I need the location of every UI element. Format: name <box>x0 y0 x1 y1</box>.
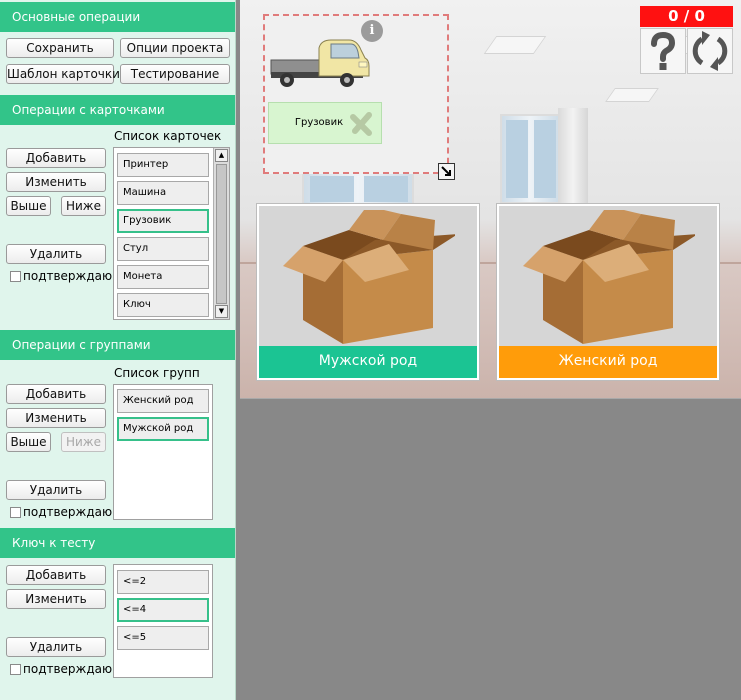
group-list-item[interactable]: Женский род <box>117 389 209 413</box>
reset-button[interactable] <box>687 28 733 74</box>
key-list-item[interactable]: <=2 <box>117 570 209 594</box>
refresh-icon <box>692 31 728 71</box>
score-counter: 0 / 0 <box>640 6 733 27</box>
project-options-button[interactable]: Опции проекта <box>120 38 230 58</box>
card-list-item[interactable]: Принтер <box>117 153 209 177</box>
scrollbar-thumb[interactable] <box>216 164 227 304</box>
section-header-test-key: Ключ к тесту <box>0 528 235 558</box>
delete-group-button[interactable]: Удалить <box>6 480 106 500</box>
group-target-masculine[interactable]: Мужской род <box>257 204 479 380</box>
truck-image <box>270 39 370 87</box>
ceiling-light <box>605 88 659 102</box>
key-list-item-selected[interactable]: <=4 <box>117 598 209 622</box>
card-list-item[interactable]: Стул <box>117 237 209 261</box>
card-list-item[interactable]: Ключ <box>117 293 209 317</box>
confirm-label: подтверждаю <box>23 269 113 283</box>
add-group-button[interactable]: Добавить <box>6 384 106 404</box>
section-header-groups: Операции с группами <box>0 330 235 360</box>
confirm-checkbox[interactable] <box>10 270 21 282</box>
add-card-button[interactable]: Добавить <box>6 148 106 168</box>
floor-line <box>240 262 741 264</box>
cardboard-box-image <box>523 210 695 344</box>
key-list-item[interactable]: <=5 <box>117 626 209 650</box>
ceiling-light <box>483 36 547 54</box>
card-label-box[interactable]: Грузовик <box>268 102 382 144</box>
question-mark-icon <box>651 31 676 70</box>
section-header-cards: Операции с карточками <box>0 95 235 125</box>
delete-key-button[interactable]: Удалить <box>6 637 106 657</box>
cards-listbox[interactable]: Принтер Машина Грузовик Стул Монета Ключ… <box>113 147 230 320</box>
move-group-down-button[interactable]: Ниже <box>61 432 106 452</box>
cardboard-box-image <box>283 210 455 344</box>
move-card-down-button[interactable]: Ниже <box>61 196 106 216</box>
edit-group-button[interactable]: Изменить <box>6 408 106 428</box>
empty-area <box>240 400 741 700</box>
card-list-item[interactable]: Монета <box>117 265 209 289</box>
card-list-item-selected[interactable]: Грузовик <box>117 209 209 233</box>
confirm-checkbox[interactable] <box>10 506 21 518</box>
window <box>500 114 560 204</box>
confirm-delete-key[interactable]: подтверждаю <box>10 662 112 676</box>
group-list-item-selected[interactable]: Мужской род <box>117 417 209 441</box>
cards-scrollbar[interactable]: ▲ ▼ <box>213 148 229 319</box>
flash-card[interactable]: i Грузовик <box>263 14 449 174</box>
add-key-button[interactable]: Добавить <box>6 565 106 585</box>
help-button[interactable] <box>640 28 686 74</box>
test-key-listbox[interactable]: <=2 <=4 <=5 <box>113 564 213 678</box>
group-label: Женский род <box>499 346 717 378</box>
confirm-checkbox[interactable] <box>10 663 21 675</box>
card-template-button[interactable]: Шаблон карточки <box>6 64 120 84</box>
confirm-delete-group[interactable]: подтверждаю <box>10 505 112 519</box>
confirm-delete-card[interactable]: подтверждаю <box>10 269 112 283</box>
close-x-icon[interactable] <box>349 111 375 137</box>
group-label: Мужской род <box>259 346 477 378</box>
move-group-up-button[interactable]: Выше <box>6 432 51 452</box>
cards-list-label: Список карточек <box>114 129 222 143</box>
save-button[interactable]: Сохранить <box>6 38 114 58</box>
info-icon[interactable]: i <box>361 20 383 42</box>
resize-handle-icon[interactable] <box>438 163 455 180</box>
editor-panel: Основные операции Сохранить Опции проект… <box>0 0 236 700</box>
scroll-down-arrow-icon[interactable]: ▼ <box>215 305 228 318</box>
scroll-up-arrow-icon[interactable]: ▲ <box>215 149 228 162</box>
section-header-basic: Основные операции <box>0 2 235 32</box>
window <box>302 170 414 208</box>
confirm-label: подтверждаю <box>23 662 113 676</box>
groups-list-label: Список групп <box>114 366 200 380</box>
edit-key-button[interactable]: Изменить <box>6 589 106 609</box>
groups-listbox[interactable]: Женский род Мужской род <box>113 384 213 520</box>
testing-button[interactable]: Тестирование <box>120 64 230 84</box>
edit-card-button[interactable]: Изменить <box>6 172 106 192</box>
delete-card-button[interactable]: Удалить <box>6 244 106 264</box>
card-label-text: Грузовик <box>294 117 344 128</box>
group-target-feminine[interactable]: Женский род <box>497 204 719 380</box>
move-card-up-button[interactable]: Выше <box>6 196 51 216</box>
card-list-item[interactable]: Машина <box>117 181 209 205</box>
confirm-label: подтверждаю <box>23 505 113 519</box>
